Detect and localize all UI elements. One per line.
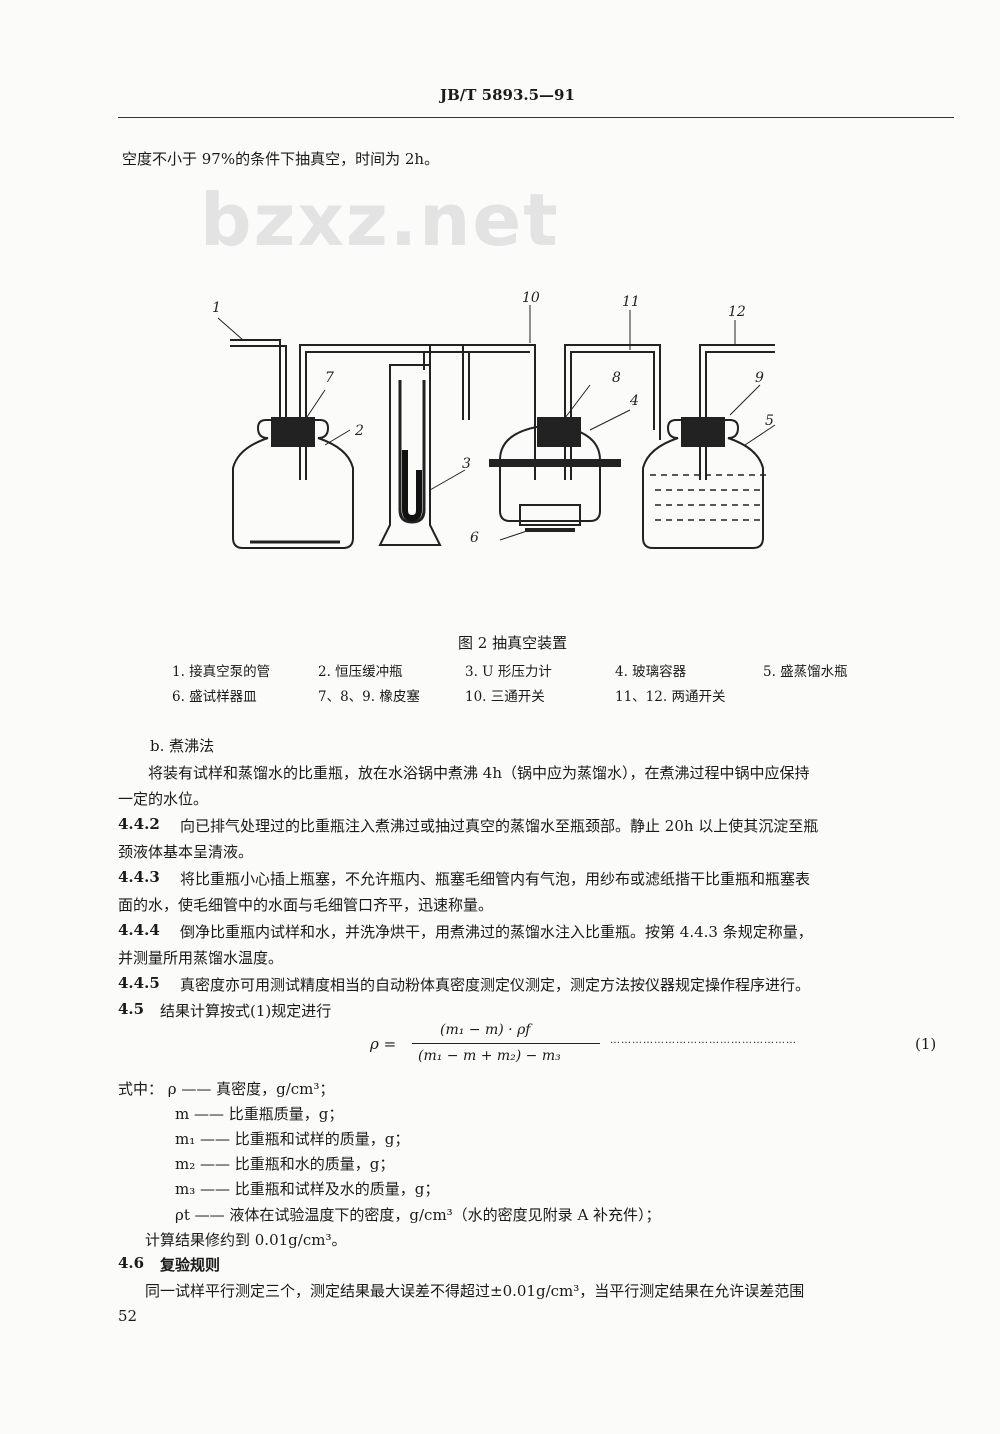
formula-number: (1): [915, 1035, 937, 1053]
paragraph: 向已排气处理过的比重瓶注入煮沸过或抽过真空的蒸馏水至瓶颈部。静止 20h 以上使…: [180, 817, 819, 835]
section-number: 4.5: [118, 1000, 145, 1018]
section-title: 复验规则: [160, 1256, 221, 1274]
legend-item: 4. 玻璃容器: [615, 664, 687, 680]
paragraph: 同一试样平行测定三个，测定结果最大误差不得超过±0.01g/cm³，当平行测定结…: [145, 1282, 805, 1300]
diagram-label-11: 11: [622, 294, 640, 310]
diagram-label-2: 2: [354, 423, 364, 439]
legend-item: 2. 恒压缓冲瓶: [318, 664, 403, 680]
formula-denominator: (m₁ − m + m₂) − m₃: [418, 1048, 561, 1064]
diagram-label-4: 4: [629, 393, 639, 409]
paragraph: 将比重瓶小心插上瓶塞，不允许瓶内、瓶塞毛细管内有气泡，用纱布或滤纸揩干比重瓶和瓶…: [180, 870, 811, 888]
formula-lhs: ρ =: [370, 1035, 397, 1053]
vacuum-apparatus-diagram: 1 2 3 4 5 6 7 8 9 10 11 12: [212, 290, 776, 549]
paragraph: 面的水，使毛细管中的水面与毛细管口齐平，迅速称量。: [118, 896, 494, 914]
diagram-label-8: 8: [612, 370, 621, 386]
where-line: m₁ —— 比重瓶和试样的质量，g；: [175, 1130, 410, 1148]
section-number: 4.4.2: [118, 815, 160, 833]
legend-item: 6. 盛试样器皿: [172, 689, 257, 705]
formula-numerator: (m₁ − m) · ρf: [440, 1022, 531, 1038]
diagram-label-6: 6: [470, 530, 479, 546]
diagram-label-1: 1: [212, 300, 221, 316]
where-line: m —— 比重瓶质量，g；: [175, 1105, 344, 1123]
paragraph: 结果计算按式(1)规定进行: [160, 1002, 332, 1020]
legend-item: 5. 盛蒸馏水瓶: [763, 664, 848, 680]
figure-caption: 图 2 抽真空装置: [458, 634, 568, 652]
diagram-label-7: 7: [325, 370, 334, 386]
legend-item: 10. 三通开关: [465, 689, 545, 705]
paragraph: 倒净比重瓶内试样和水，并洗净烘干，用煮沸过的蒸馏水注入比重瓶。按第 4.4.3 …: [180, 923, 813, 941]
diagram-label-10: 10: [522, 290, 540, 306]
paragraph: 一定的水位。: [118, 790, 209, 808]
paragraph: 真密度亦可用测试精度相当的自动粉体真密度测定仪测定，测定方法按仪器规定操作程序进…: [180, 976, 811, 994]
diagram-label-3: 3: [462, 456, 471, 472]
page-number: 52: [118, 1307, 138, 1325]
header-rule: [118, 117, 954, 118]
diagram-label-5: 5: [765, 413, 774, 429]
section-b-title: b. 煮沸法: [150, 737, 215, 755]
watermark: bzxz.net: [200, 178, 560, 262]
legend-item: 3. U 形压力计: [465, 664, 552, 680]
rounding-note: 计算结果修约到 0.01g/cm³。: [145, 1231, 347, 1249]
legend-item: 7、8、9. 橡皮塞: [318, 689, 420, 705]
section-number: 4.6: [118, 1254, 145, 1272]
formula-leader-dots: ……………………………………………: [610, 1035, 797, 1046]
where-line: ρt —— 液体在试验温度下的密度，g/cm³（水的密度见附录 A 补充件）；: [175, 1206, 661, 1224]
standard-header: JB/T 5893.5—91: [440, 86, 575, 104]
where-line: m₃ —— 比重瓶和试样及水的质量，g；: [175, 1180, 440, 1198]
where-line: 式中： ρ —— 真密度，g/cm³；: [118, 1080, 335, 1098]
paragraph: 并测量所用蒸馏水温度。: [118, 949, 284, 967]
intro-line: 空度不小于 97%的条件下抽真空，时间为 2h。: [122, 150, 440, 168]
paragraph: 将装有试样和蒸馏水的比重瓶，放在水浴锅中煮沸 4h（锅中应为蒸馏水），在煮沸过程…: [148, 764, 810, 782]
section-number: 4.4.5: [118, 974, 160, 992]
diagram-label-12: 12: [728, 304, 746, 320]
fraction-bar: [412, 1043, 600, 1044]
paragraph: 颈液体基本呈清液。: [118, 843, 254, 861]
legend-item: 1. 接真空泵的管: [172, 664, 271, 680]
diagram-label-9: 9: [755, 370, 764, 386]
section-number: 4.4.4: [118, 921, 160, 939]
where-line: m₂ —— 比重瓶和水的质量，g；: [175, 1155, 395, 1173]
section-number: 4.4.3: [118, 868, 160, 886]
legend-item: 11、12. 两通开关: [615, 689, 726, 705]
